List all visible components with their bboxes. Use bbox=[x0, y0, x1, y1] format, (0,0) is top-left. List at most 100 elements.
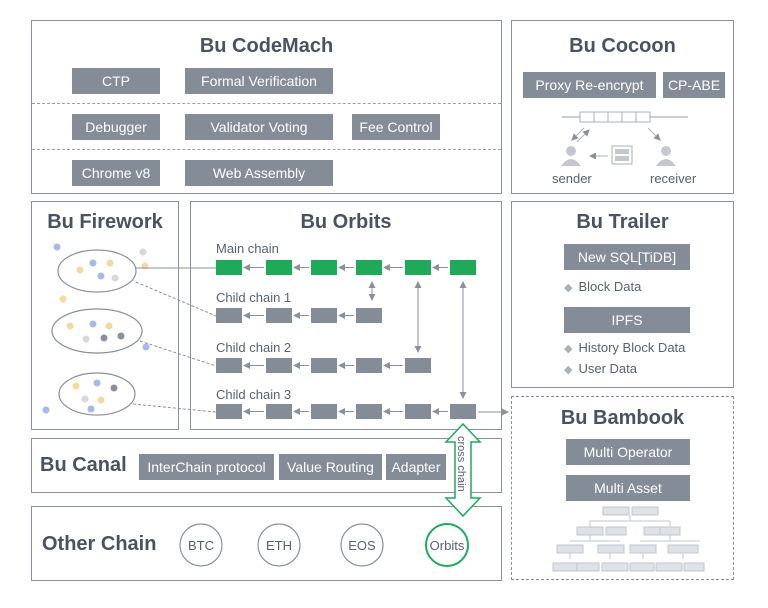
tag-formal-verification: Formal Verification bbox=[185, 68, 333, 94]
tree-node bbox=[602, 506, 630, 516]
child-chain-1-block bbox=[311, 308, 337, 323]
coin-eth: ETH bbox=[257, 523, 301, 567]
orbits-chains bbox=[216, 260, 476, 419]
main-chain-block bbox=[356, 260, 382, 275]
sender-label: sender bbox=[552, 171, 592, 186]
tree-node bbox=[629, 562, 655, 572]
tree-node bbox=[683, 562, 705, 572]
child-chain-1-block bbox=[356, 308, 382, 323]
child-chain-1-label: Child chain 1 bbox=[216, 290, 292, 305]
main-chain-label: Main chain bbox=[216, 241, 279, 256]
main-chain-block bbox=[405, 260, 431, 275]
child-chain-3-label: Child chain 3 bbox=[216, 387, 292, 402]
block-data-label: Block Data bbox=[578, 279, 642, 294]
coin-btc: BTC bbox=[179, 523, 223, 567]
child-chain-2-block bbox=[405, 358, 431, 373]
coin-eos-label: EOS bbox=[348, 538, 376, 553]
child-chain-3-block bbox=[266, 404, 292, 419]
bullet-icon: ◆ bbox=[564, 364, 573, 376]
tag-chrome-v8: Chrome v8 bbox=[72, 160, 160, 186]
firework-illustration bbox=[42, 243, 150, 416]
tree-node bbox=[576, 526, 604, 536]
receiver-user-icon bbox=[656, 146, 676, 166]
cocoon-panel: Bu Cocoon Proxy Re-encrypt CP-ABE sender… bbox=[511, 20, 734, 194]
tag-ctp: CTP bbox=[72, 68, 160, 94]
child-chain-1-block bbox=[266, 308, 292, 323]
tree-node bbox=[631, 506, 659, 516]
bambook-tree-illustration bbox=[552, 506, 705, 572]
tree-node bbox=[629, 544, 657, 554]
tree-node bbox=[576, 562, 600, 572]
tree-node bbox=[667, 544, 699, 554]
tag-debugger: Debugger bbox=[72, 114, 160, 140]
tree-node bbox=[601, 562, 629, 572]
tag-ipfs: IPFS bbox=[564, 307, 690, 333]
other-chain-title: Other Chain bbox=[42, 533, 157, 555]
main-chain-block bbox=[266, 260, 292, 275]
tree-node bbox=[659, 526, 681, 536]
codemach-divider-1 bbox=[32, 103, 501, 104]
orbits-title: Bu Orbits bbox=[300, 211, 392, 233]
main-chain-block bbox=[216, 260, 242, 275]
block-data-item: ◆ Block Data bbox=[564, 279, 641, 294]
history-block-data-label: History Block Data bbox=[578, 340, 686, 355]
tree-node bbox=[655, 562, 683, 572]
server-icon bbox=[611, 145, 633, 165]
tag-adapter: Adapter bbox=[386, 454, 446, 480]
child-chain-3-block bbox=[311, 404, 337, 419]
coin-eos: EOS bbox=[340, 523, 384, 567]
bullet-icon: ◆ bbox=[564, 282, 573, 294]
history-block-data-item: ◆ History Block Data bbox=[564, 340, 685, 355]
child-chain-3-block bbox=[450, 404, 476, 419]
receiver-label: receiver bbox=[650, 171, 697, 186]
tag-validator-voting: Validator Voting bbox=[185, 114, 333, 140]
child-chain-1-block bbox=[216, 308, 242, 323]
canal-title: Bu Canal bbox=[40, 454, 127, 476]
tree-node bbox=[605, 526, 627, 536]
child-chain-2-block bbox=[311, 358, 337, 373]
cross-chain-arrow bbox=[444, 422, 482, 518]
sender-user-icon bbox=[561, 146, 581, 166]
codemach-title: Bu CodeMach bbox=[199, 35, 334, 57]
coin-orbits-label: Orbits bbox=[430, 538, 465, 553]
child-chain-2-label: Child chain 2 bbox=[216, 340, 292, 355]
child-chain-3-block bbox=[405, 404, 431, 419]
tree-node bbox=[597, 544, 625, 554]
tag-new-sql-tidb: New SQL[TiDB] bbox=[564, 244, 690, 270]
canal-panel: Bu Canal InterChain protocol Value Routi… bbox=[31, 438, 502, 493]
trailer-title: Bu Trailer bbox=[576, 211, 669, 233]
bambook-panel: Bu Bambook Multi Operator Multi Asset bbox=[511, 396, 734, 580]
main-chain-block bbox=[311, 260, 337, 275]
child-chain-2-block bbox=[266, 358, 292, 373]
user-data-item: ◆ User Data bbox=[564, 361, 637, 376]
tree-node bbox=[556, 544, 584, 554]
child-chain-2-block bbox=[216, 358, 242, 373]
tag-multi-asset: Multi Asset bbox=[566, 475, 690, 501]
tree-node bbox=[552, 562, 580, 572]
child-chain-3-block bbox=[216, 404, 242, 419]
tag-interchain-protocol: InterChain protocol bbox=[139, 454, 274, 480]
tag-web-assembly: Web Assembly bbox=[185, 160, 333, 186]
main-chain-block bbox=[450, 260, 476, 275]
user-data-label: User Data bbox=[578, 361, 637, 376]
coin-eth-label: ETH bbox=[266, 538, 292, 553]
bullet-icon: ◆ bbox=[564, 343, 573, 355]
firework-title: Bu Firework bbox=[47, 211, 163, 233]
trailer-panel: Bu Trailer New SQL[TiDB] ◆ Block Data IPF… bbox=[511, 201, 734, 388]
tag-fee-control: Fee Control bbox=[352, 114, 440, 140]
tag-multi-operator: Multi Operator bbox=[566, 439, 690, 465]
codemach-panel: Bu CodeMach CTP Formal Verification Debu… bbox=[31, 20, 502, 194]
cocoon-title: Bu Cocoon bbox=[569, 35, 676, 57]
coin-btc-label: BTC bbox=[188, 538, 214, 553]
codemach-divider-2 bbox=[32, 149, 501, 150]
tag-proxy-re-encrypt: Proxy Re-encrypt bbox=[523, 72, 656, 98]
tag-value-routing: Value Routing bbox=[279, 454, 382, 480]
bambook-title: Bu Bambook bbox=[560, 407, 685, 429]
tag-cp-abe: CP-ABE bbox=[663, 72, 725, 98]
cocoon-illustration bbox=[561, 111, 688, 166]
coin-orbits: Orbits bbox=[425, 523, 469, 567]
cross-chain-label: cross chain bbox=[455, 436, 467, 492]
child-chain-3-block bbox=[356, 404, 382, 419]
child-chain-2-block bbox=[356, 358, 382, 373]
